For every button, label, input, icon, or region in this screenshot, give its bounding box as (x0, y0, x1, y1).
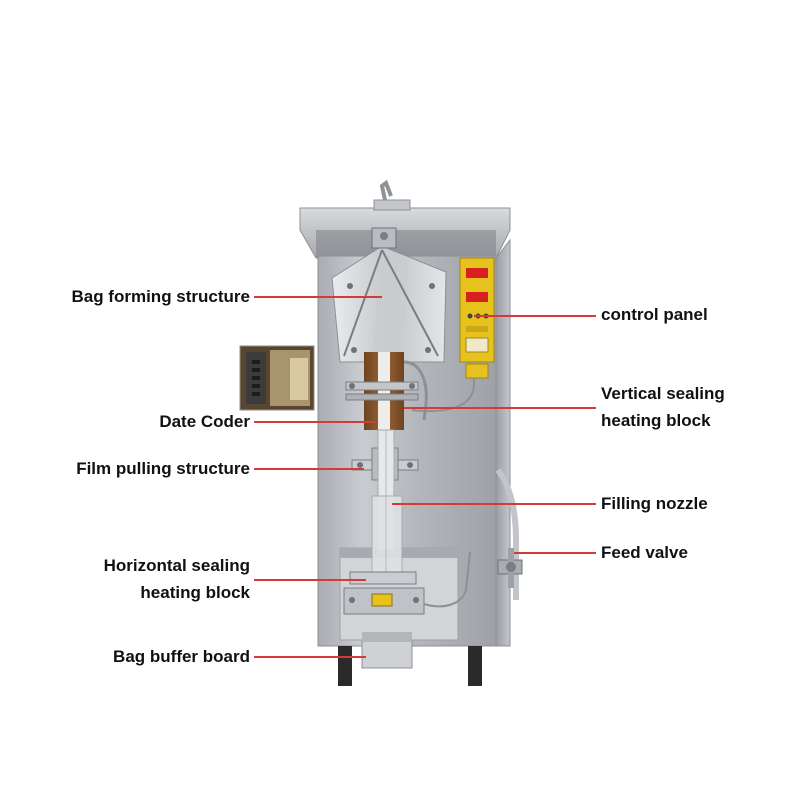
bag-buffer-board (361, 632, 413, 669)
leader-date-coder (254, 421, 376, 423)
vertical-sealing-heating-block (345, 352, 428, 430)
leader-control-panel (474, 315, 596, 317)
callout-feed-valve: Feed valve (601, 543, 688, 562)
callout-vertical-sealing-line2: heating block (601, 411, 711, 430)
leader-feed-valve (514, 552, 596, 554)
machine-top-hood (299, 199, 511, 259)
leader-filling-nozzle (392, 503, 596, 505)
leader-vertical-sealing (404, 407, 596, 409)
bag-forming-structure (331, 227, 447, 363)
leader-film-pulling (254, 468, 364, 470)
callout-control-panel: control panel (601, 305, 708, 324)
film-tube (371, 429, 403, 577)
callout-bag-buffer-board: Bag buffer board (113, 647, 250, 666)
callout-filling-nozzle: Filling nozzle (601, 494, 708, 513)
machine-leg-right (468, 646, 482, 686)
film-feed-arm (379, 179, 393, 201)
leader-bag-buffer (254, 656, 366, 658)
callout-horizontal-sealing-line1: Horizontal sealing (103, 556, 250, 575)
leader-bag-forming (254, 296, 382, 298)
horizontal-sealing-heating-block (343, 551, 471, 615)
callout-vertical-sealing-line1: Vertical sealing (601, 384, 725, 403)
date-coder-inset (239, 345, 315, 411)
callout-film-pulling-structure: Film pulling structure (76, 459, 250, 478)
callout-bag-forming-structure: Bag forming structure (71, 287, 250, 306)
control-panel (459, 257, 495, 379)
callout-horizontal-sealing-line2: heating block (140, 583, 250, 602)
machine-leg-left (338, 646, 352, 686)
leader-horizontal-sealing (254, 579, 366, 581)
callout-date-coder: Date Coder (159, 412, 250, 431)
heating-cable (411, 378, 475, 412)
machine-side-panel (495, 238, 511, 647)
